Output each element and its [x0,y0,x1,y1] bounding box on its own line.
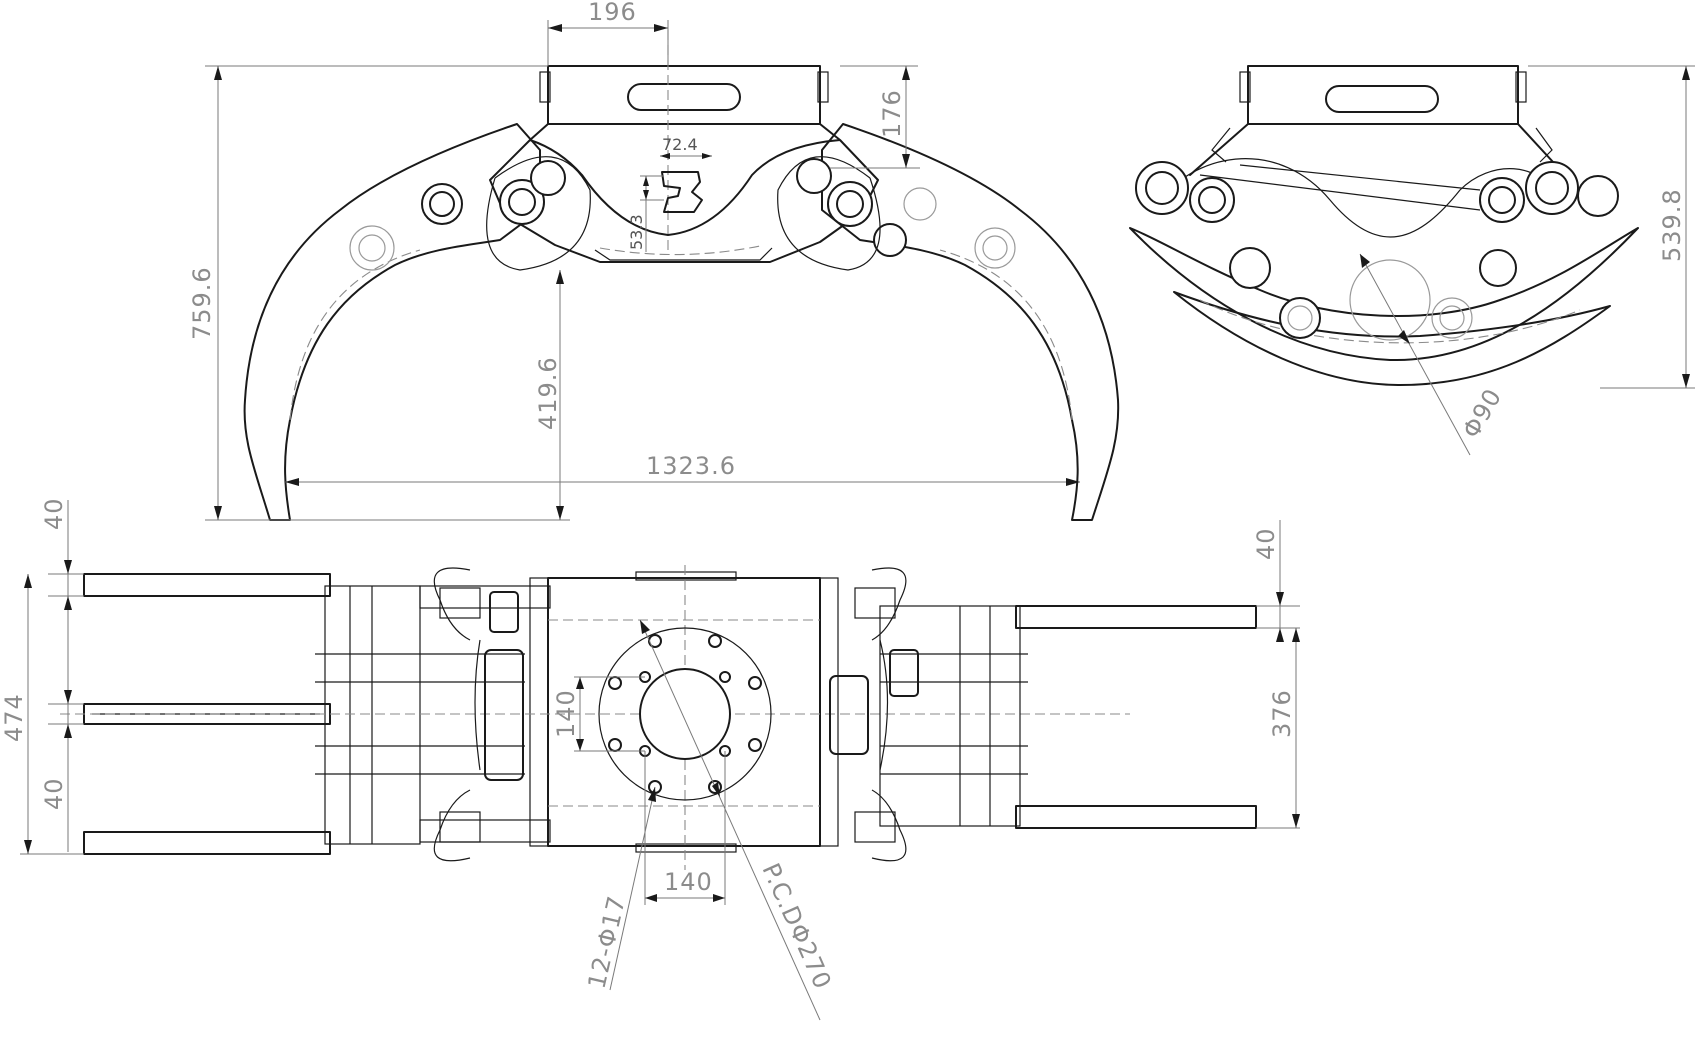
side-lower-jaw [1173,291,1611,386]
right-jaw [821,123,1120,521]
dim-plan-left-total: 474 [0,693,28,742]
dim-small-vertical: 53.3 [627,214,646,250]
side-upper-jaw [1129,227,1639,362]
dim-top-height: 176 [878,89,906,138]
cylinder-right [829,675,869,755]
dim-jaw-opening: 419.6 [534,356,562,430]
left-jaw [243,123,541,521]
dim-total-height: 759.6 [188,266,216,340]
center-bore [639,668,731,760]
dim-bolt-spacing-h: 140 [664,868,713,896]
front-body-plate [489,123,879,263]
dim-bolt-spacing-v: 140 [552,689,580,738]
jb-logo [661,171,703,213]
dim-plan-top-plate: 40 [40,497,68,530]
dim-plan-right-plate: 40 [1252,527,1280,560]
dim-side-height: 539.8 [1658,188,1686,262]
dim-plan-right-total: 376 [1268,689,1296,738]
bolt-holes [608,634,762,794]
dim-pin-offset: 72.4 [662,135,698,154]
cylinder-left [484,649,524,781]
right-tine-top [1015,605,1257,629]
plan-view: 40 474 40 40 376 140 140 [0,497,1300,1021]
left-tine-top [83,573,331,597]
side-mount-bracket [1247,65,1519,125]
pitch-circle [598,627,772,801]
dim-total-span: 1323.6 [646,452,736,480]
front-view: 196 72.4 53.3 176 759.6 419.6 [188,0,1120,521]
dim-pin-diameter: Φ90 [1457,384,1507,443]
mount-bracket [547,65,821,125]
right-tine-bottom [1015,805,1257,829]
side-view: Φ90 539.8 [1129,65,1695,456]
left-tine-bottom [83,831,331,855]
dim-top-width: 196 [588,0,637,26]
dim-bolt-holes: 12-Φ17 [583,893,632,992]
slot-hole [627,83,741,111]
dim-pitch-circle: P.C.DΦ270 [757,859,837,994]
dim-plan-left-plate: 40 [40,777,68,810]
